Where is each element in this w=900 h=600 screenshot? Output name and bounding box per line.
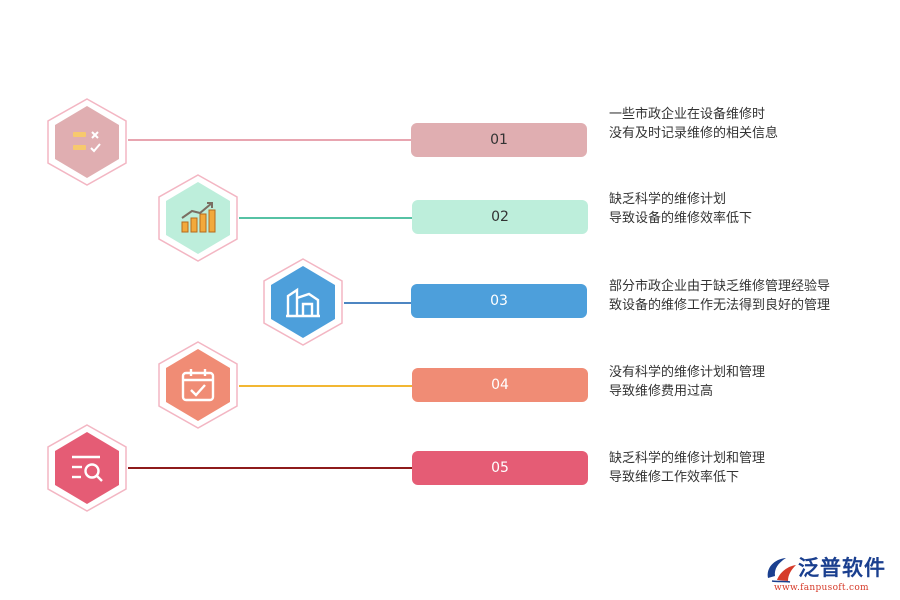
description-line: 缺乏科学的维修计划和管理 — [609, 451, 766, 466]
item-description-4: 没有科学的维修计划和管理 导致维修费用过高 — [609, 363, 869, 401]
number-pill-2: 02 — [412, 200, 588, 234]
connector-line-1 — [128, 139, 412, 141]
calendar-check-icon — [181, 369, 215, 402]
fanpu-logo-icon — [767, 558, 796, 583]
number-pill-5: 05 — [412, 451, 588, 485]
hexagon-badge-1 — [46, 97, 128, 187]
item-number-1: 01 — [490, 132, 508, 148]
logo-title: 泛普软件 — [798, 556, 886, 580]
number-pill-4: 04 — [412, 368, 588, 402]
description-line: 致设备的维修工作无法得到良好的管理 — [609, 298, 831, 313]
hexagon-badge-5 — [46, 423, 128, 513]
checklist-icon — [73, 131, 101, 153]
connector-line-2 — [239, 217, 412, 219]
number-pill-3: 03 — [411, 284, 587, 318]
description-line: 导致维修工作效率低下 — [609, 470, 740, 485]
description-line: 一些市政企业在设备维修时 — [609, 107, 766, 122]
description-line: 部分市政企业由于缺乏维修管理经验导 — [609, 279, 831, 294]
connector-line-3 — [344, 302, 412, 304]
logo-url: www.fanpusoft.com — [774, 583, 869, 593]
item-description-2: 缺乏科学的维修计划 导致设备的维修效率低下 — [609, 190, 869, 228]
description-line: 缺乏科学的维修计划 — [609, 192, 727, 207]
hexagon-badge-3 — [262, 257, 344, 347]
description-line: 导致设备的维修效率低下 — [609, 211, 753, 226]
item-number-5: 05 — [491, 460, 509, 476]
item-number-4: 04 — [491, 377, 509, 393]
description-line: 导致维修费用过高 — [609, 384, 714, 399]
connector-line-5 — [128, 467, 412, 469]
item-number-3: 03 — [490, 293, 508, 309]
connector-line-4 — [239, 385, 412, 387]
item-number-2: 02 — [491, 209, 509, 225]
description-line: 没有科学的维修计划和管理 — [609, 365, 766, 380]
building-icon — [286, 287, 320, 318]
number-pill-1: 01 — [411, 123, 587, 157]
description-line: 没有及时记录维修的相关信息 — [609, 126, 779, 141]
search-list-icon — [72, 455, 103, 482]
item-description-1: 一些市政企业在设备维修时 没有及时记录维修的相关信息 — [609, 105, 869, 143]
company-logo: 泛普软件 www.fanpusoft.com — [764, 552, 896, 596]
item-description-5: 缺乏科学的维修计划和管理 导致维修工作效率低下 — [609, 449, 869, 487]
growth-chart-icon — [181, 202, 216, 233]
hexagon-badge-2 — [157, 173, 239, 263]
hexagon-badge-4 — [157, 340, 239, 430]
item-description-3: 部分市政企业由于缺乏维修管理经验导 致设备的维修工作无法得到良好的管理 — [609, 277, 869, 315]
